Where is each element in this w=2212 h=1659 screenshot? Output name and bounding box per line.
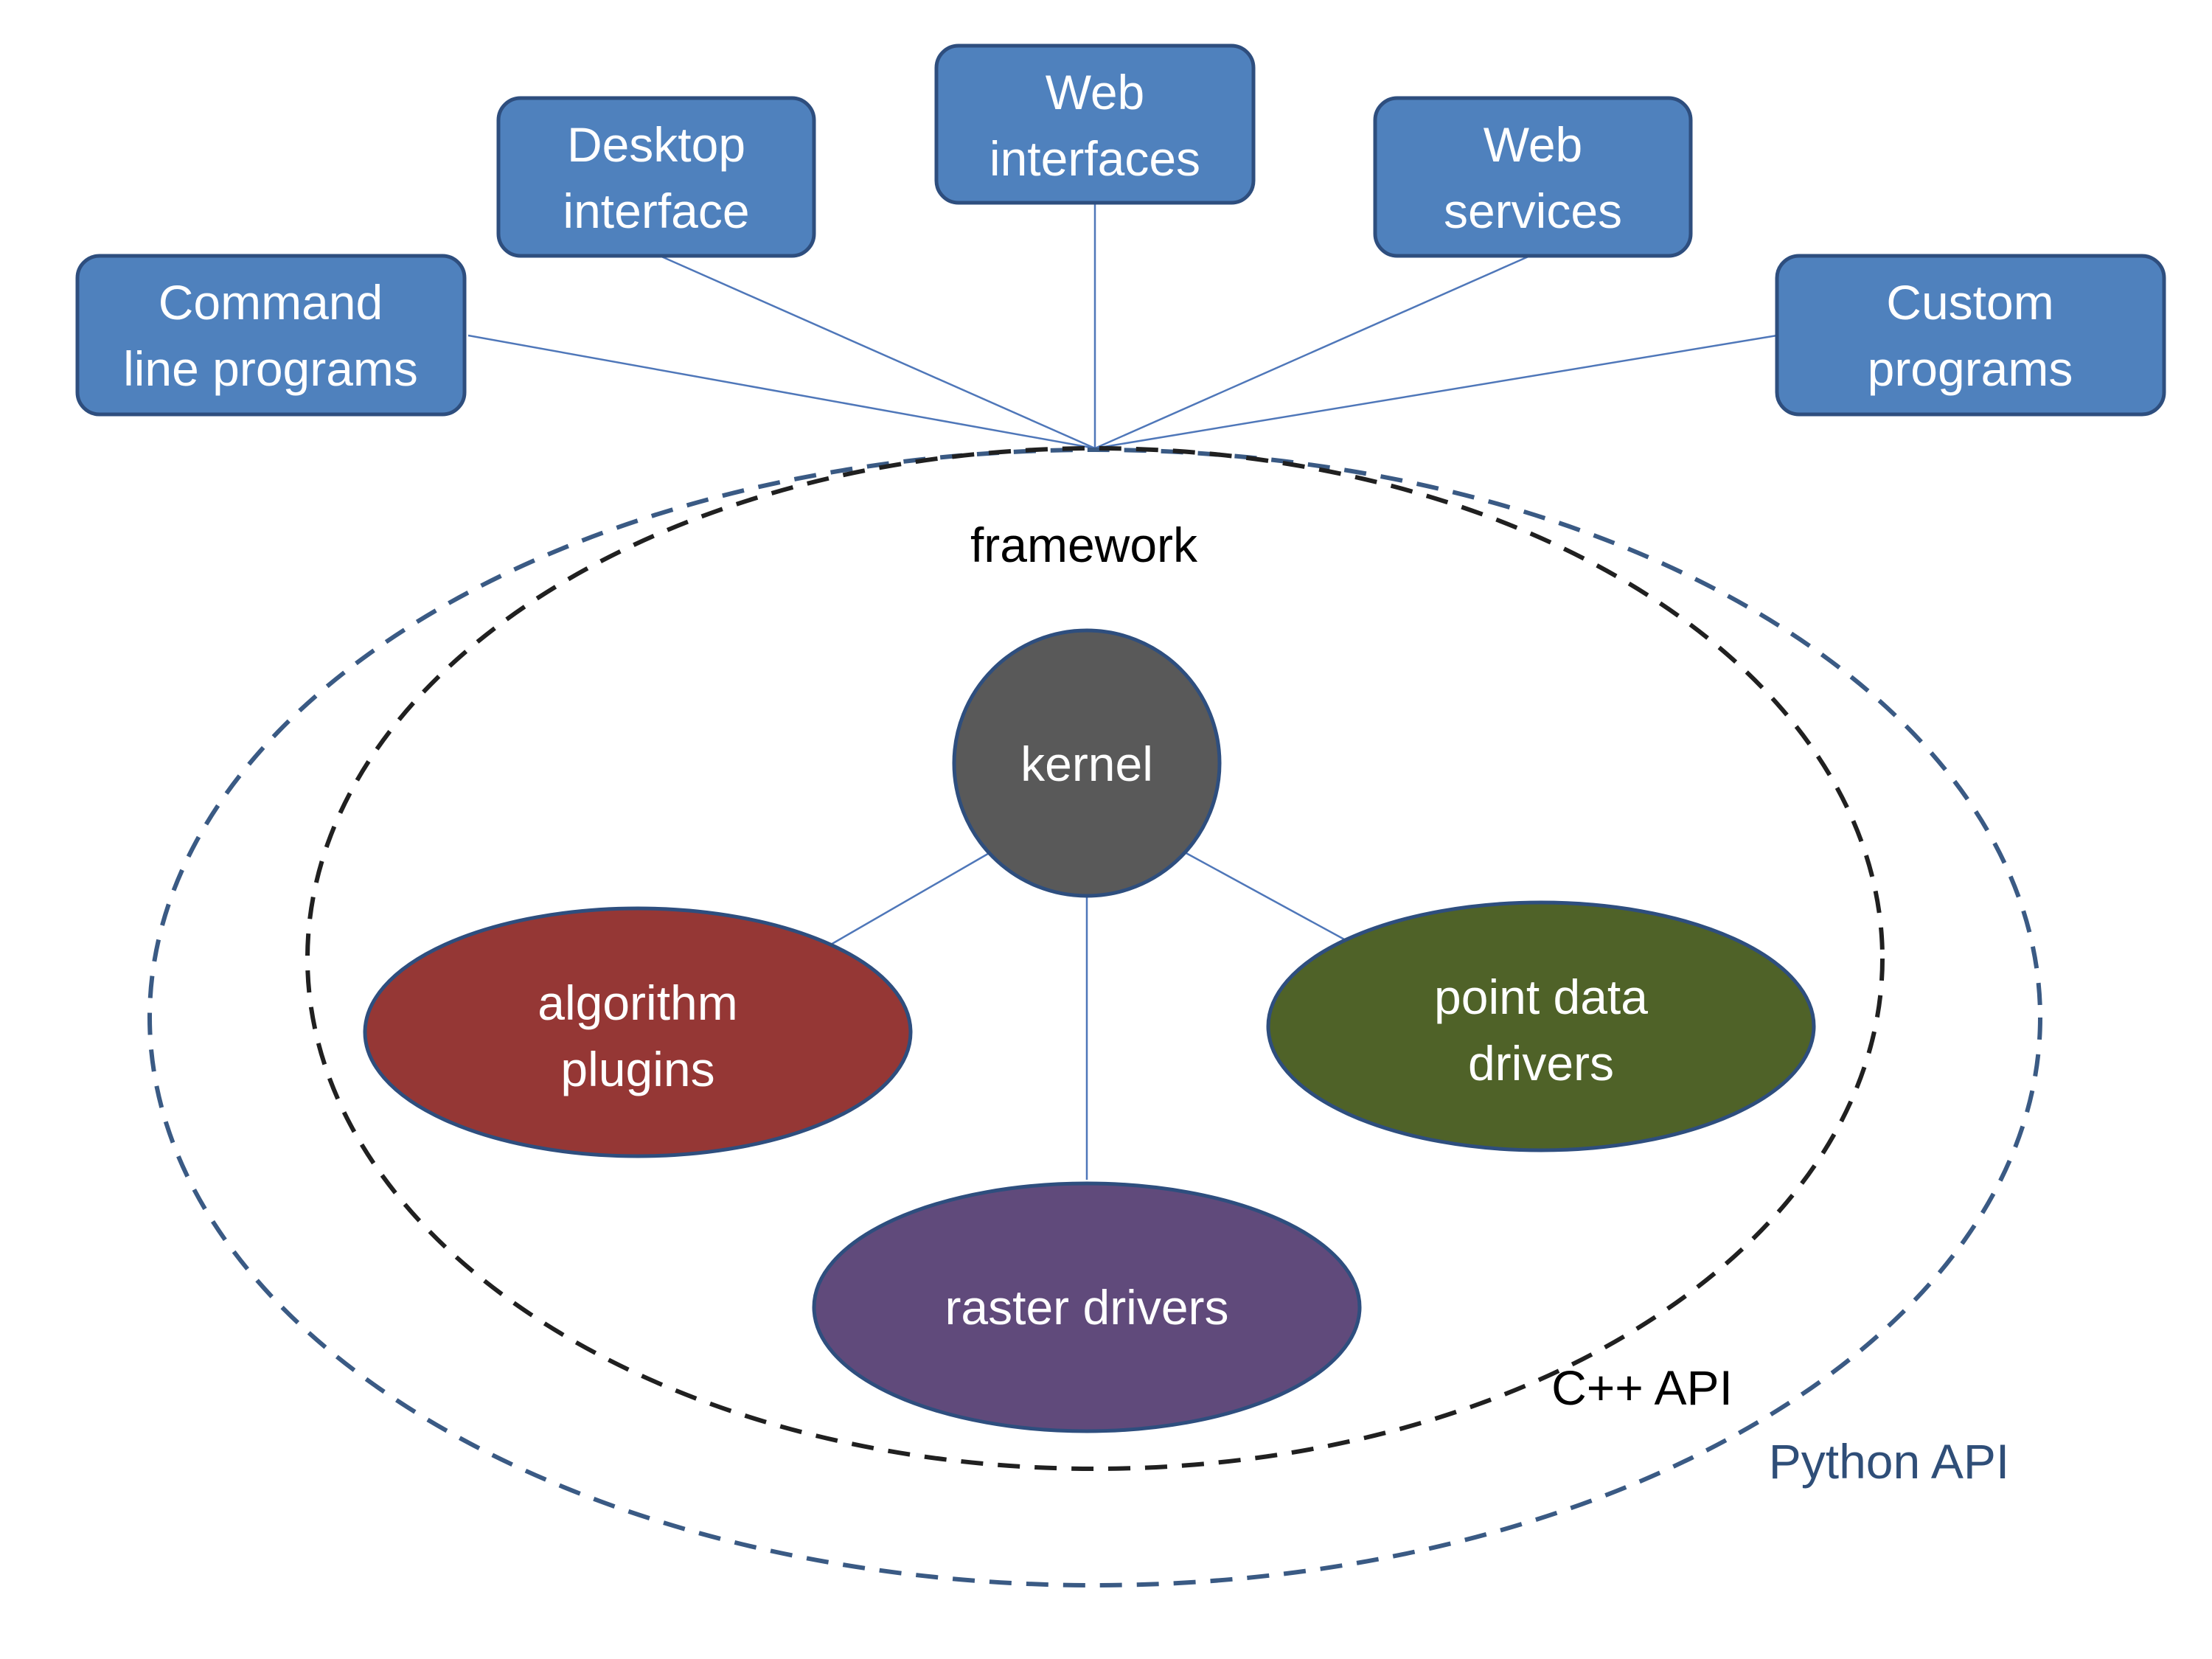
framework-label: framework [970, 518, 1198, 572]
point-data-drivers-node: point data drivers [1266, 900, 1816, 1152]
connector-cmd [467, 334, 1096, 450]
cpp-api-label: C++ API [1551, 1360, 1733, 1415]
interface-box-cmd-shape [75, 254, 467, 417]
algorithm-plugins-ellipse [363, 906, 913, 1158]
algorithm-plugins-line2: plugins [560, 1042, 714, 1096]
interface-box-cmd-line1: Command [159, 275, 383, 330]
kernel-label: kernel [1020, 737, 1153, 791]
connector-webservices [1094, 254, 1531, 450]
algorithm-plugins-line1: algorithm [538, 975, 737, 1030]
connector-kernel-algorithm [829, 850, 992, 947]
interface-box-webservices-line1: Web [1484, 117, 1583, 172]
raster-drivers-label: raster drivers [945, 1280, 1228, 1335]
python-api-ring [147, 448, 2042, 1587]
interface-box-webservices-shape [1373, 96, 1693, 258]
raster-drivers-ellipse [812, 1181, 1362, 1433]
interface-box-cmd: Command line programs [75, 254, 467, 417]
interface-box-desktop-line2: interface [563, 184, 749, 238]
connector-desktop [659, 254, 1096, 450]
kernel-node: kernel [952, 628, 1222, 898]
interface-box-web-line1: Web [1046, 65, 1145, 119]
interface-box-desktop-line1: Desktop [567, 117, 745, 172]
kernel-circle [952, 628, 1222, 898]
kernel-connectors [829, 850, 1346, 1180]
interface-box-custom: Custom programs [1775, 254, 2166, 417]
connector-kernel-point [1183, 850, 1346, 942]
cpp-api-ring [305, 446, 1885, 1471]
interface-box-web: Web interfaces [934, 44, 1256, 205]
python-api-label: Python API [1769, 1434, 2010, 1489]
interface-box-webservices: Web services [1373, 96, 1693, 258]
interface-box-custom-line2: programs [1868, 341, 2073, 396]
interface-box-web-line2: interfaces [990, 131, 1200, 186]
interface-box-web-shape [934, 44, 1256, 205]
connector-custom [1094, 334, 1778, 450]
raster-drivers-node: raster drivers [812, 1181, 1362, 1433]
point-data-drivers-ellipse [1266, 900, 1816, 1152]
interface-box-desktop: Desktop interface [496, 96, 816, 258]
interface-box-desktop-shape [496, 96, 816, 258]
interface-box-cmd-line2: line programs [123, 341, 418, 396]
interface-box-custom-line1: Custom [1886, 275, 2053, 330]
point-data-drivers-line2: drivers [1468, 1036, 1614, 1091]
interface-box-custom-shape [1775, 254, 2166, 417]
point-data-drivers-line1: point data [1434, 970, 1648, 1024]
algorithm-plugins-node: algorithm plugins [363, 906, 913, 1158]
interface-connectors [467, 203, 1778, 450]
interface-box-webservices-line2: services [1444, 184, 1622, 238]
